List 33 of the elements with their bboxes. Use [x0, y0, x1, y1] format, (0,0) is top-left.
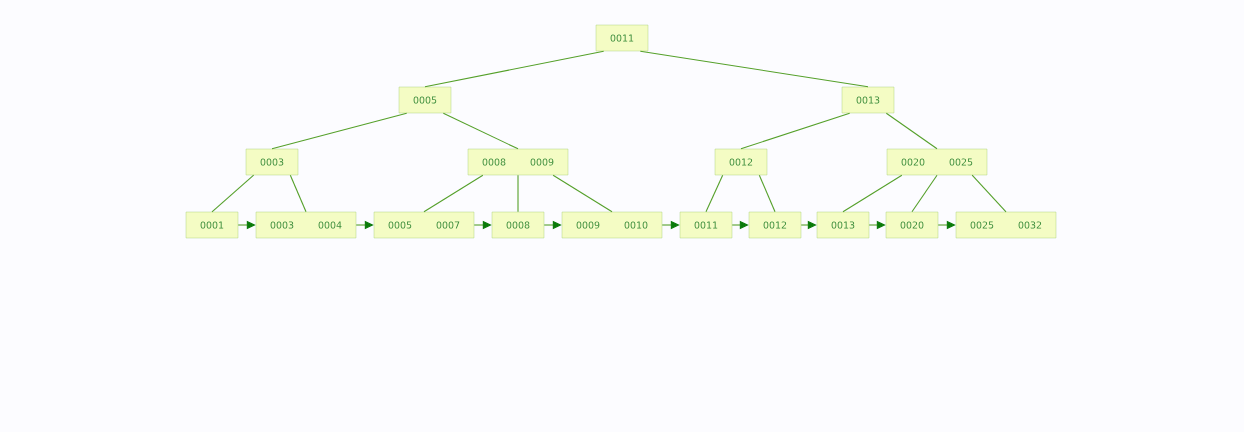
tree-line [423, 174, 484, 213]
tree-node-box: 0005 [398, 86, 452, 114]
tree-node-box: 0001 [185, 211, 239, 239]
tree-node-box: 0011 [679, 211, 733, 239]
tree-line [842, 174, 903, 213]
tree-node-box: 0008 0009 [467, 148, 569, 176]
tree-line [552, 174, 613, 213]
tree-line [289, 174, 307, 213]
tree-node-box: 0020 [885, 211, 939, 239]
tree-line [424, 50, 605, 88]
tree-line [740, 112, 851, 150]
tree-node-box: 0013 [816, 211, 870, 239]
tree-line [211, 174, 255, 213]
tree-node-box: 0008 [491, 211, 545, 239]
tree-node-box: 0020 0025 [886, 148, 988, 176]
tree-line [639, 50, 869, 88]
tree-line [885, 112, 938, 150]
tree-node-box: 0009 0010 [561, 211, 663, 239]
tree-node-box: 0003 0004 [255, 211, 357, 239]
tree-line [705, 174, 724, 213]
tree-line [911, 174, 938, 213]
tree-node-box: 0011 [595, 24, 649, 52]
tree-line [517, 174, 519, 213]
tree-line [271, 112, 408, 150]
tree-line [442, 112, 519, 150]
tree-node-box: 0012 [748, 211, 802, 239]
tree-node-box: 0012 [714, 148, 768, 176]
tree-node-box: 0003 [245, 148, 299, 176]
tree-node-box: 0005 0007 [373, 211, 475, 239]
tree-line [971, 174, 1007, 213]
tree-node-box: 0025 0032 [955, 211, 1057, 239]
tree-node-box: 0013 [841, 86, 895, 114]
tree-line [758, 174, 776, 213]
